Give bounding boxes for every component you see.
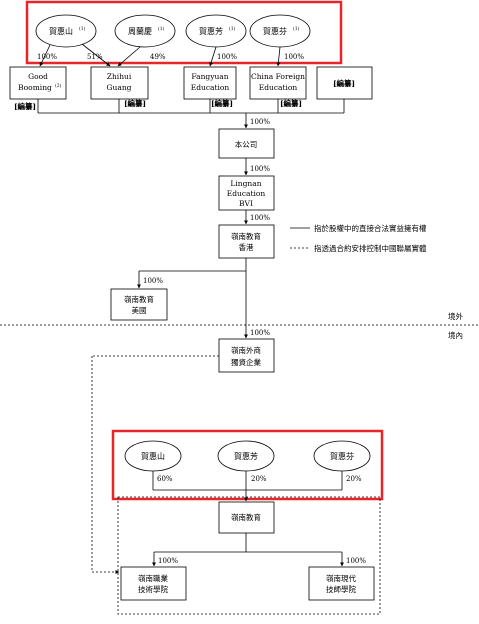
offshore-label: 境外 bbox=[448, 311, 463, 321]
pct-fangyuan: 100% bbox=[217, 53, 237, 61]
pct-to-bvi: 100% bbox=[250, 165, 270, 173]
entity-redacted-box bbox=[316, 66, 373, 100]
prc-he-huishan-name: 賀惠山 bbox=[141, 451, 165, 461]
entity-good-booming-line1: Good bbox=[28, 72, 48, 81]
shareholder-zhou-lanqing-note: (1) bbox=[158, 25, 165, 32]
pct-to-wfoe: 100% bbox=[250, 329, 270, 337]
pct-vocational-college: 100% bbox=[158, 557, 178, 565]
top-connectors bbox=[39, 43, 281, 67]
tag-fangyuan: [編纂] bbox=[211, 98, 233, 108]
contractual-arrangement-dashed bbox=[91, 355, 219, 574]
school-connectors bbox=[152, 533, 344, 567]
lingnan-us-line1: 嶺南教育 bbox=[124, 294, 154, 304]
wfoe-line2: 獨資企業 bbox=[231, 357, 261, 367]
prc-affiliated-entities-boundary bbox=[117, 496, 381, 615]
legend-solid-text: 指於股權中的直接合法實益擁有權 bbox=[314, 223, 427, 233]
lingnan-hk-line2: 香港 bbox=[239, 242, 254, 252]
wfoe-box bbox=[218, 338, 275, 373]
company-label: 本公司 bbox=[235, 139, 258, 149]
prc-shareholders-group: 賀惠山 賀惠芳 賀惠芬 bbox=[111, 429, 384, 501]
prc-he-huifen-name: 賀惠芬 bbox=[330, 451, 354, 461]
shareholder-he-huishan-note: (1) bbox=[79, 25, 86, 32]
company-box bbox=[218, 128, 275, 159]
tag-good-booming: [編纂] bbox=[14, 101, 36, 111]
lingnan-hk-line1: 嶺南教育 bbox=[231, 231, 261, 241]
wfoe-line1: 嶺南外商 bbox=[231, 345, 261, 355]
entity-good-booming-box bbox=[9, 66, 67, 100]
shareholder-zhou-lanqing-name: 周蘭慶 bbox=[128, 26, 152, 36]
modern-technician-college-line2: 技師學院 bbox=[326, 584, 356, 594]
lingnan-education-box bbox=[218, 501, 275, 534]
pct-to-hk: 100% bbox=[250, 214, 270, 222]
shareholder-he-huishan-name: 賀惠山 bbox=[49, 26, 73, 36]
pct-he-good-booming: 100% bbox=[37, 53, 57, 61]
shareholder-he-huifang-note: (1) bbox=[229, 25, 236, 32]
entity-good-booming-line2: Booming bbox=[18, 83, 52, 92]
pct-zhou-zhihui: 49% bbox=[150, 53, 166, 61]
entity-fangyuan-line2: Education bbox=[191, 83, 230, 92]
entities-merge-lines bbox=[37, 99, 345, 129]
vocational-college-box bbox=[120, 566, 187, 601]
lingnan-bvi-box bbox=[218, 175, 275, 211]
entity-zhihui-guang-line1: Zhihui bbox=[107, 72, 132, 81]
legend-dashed-text: 指透過合約安排控制中國聯屬實體 bbox=[314, 243, 427, 253]
prc-pct-he-huifen: 20% bbox=[346, 475, 362, 483]
entity-redacted-label: [編纂] bbox=[333, 78, 355, 88]
lingnan-bvi-line2: Education bbox=[227, 189, 266, 198]
shareholder-he-huishan-ellipse bbox=[35, 14, 97, 48]
lingnan-hk-box bbox=[218, 224, 275, 259]
entity-fangyuan-box bbox=[183, 66, 237, 100]
entity-zhihui-guang-line2: Guang bbox=[107, 83, 132, 92]
vocational-college-line2: 技術學院 bbox=[138, 584, 168, 594]
pct-china-foreign: 100% bbox=[284, 53, 304, 61]
entity-fangyuan-line1: Fangyuan bbox=[191, 72, 228, 81]
top-highlight-box bbox=[25, 0, 343, 65]
tag-zhihui-guang: [編纂] bbox=[124, 98, 146, 108]
entity-china-foreign-line1: China Foreign bbox=[251, 72, 305, 81]
prc-he-huifang-name: 賀惠芳 bbox=[234, 451, 258, 461]
top-shareholders-group: 賀惠山 (1) 周蘭慶 (1) 賀惠芳 (1) 賀惠芬 (1) bbox=[25, 0, 343, 65]
pct-to-us: 100% bbox=[143, 277, 163, 285]
legend: 指於股權中的直接合法實益擁有權 指透過合約安排控制中國聯屬實體 bbox=[290, 223, 427, 253]
entity-good-booming-note: (2) bbox=[55, 82, 62, 89]
entity-china-foreign-line2: Education bbox=[259, 83, 298, 92]
lingnan-us-line2: 美國 bbox=[132, 305, 147, 315]
shareholder-he-huifang-name: 賀惠芳 bbox=[199, 26, 223, 36]
shareholder-zhou-lanqing-ellipse bbox=[114, 14, 176, 48]
prc-pct-he-huishan: 60% bbox=[157, 475, 173, 483]
pct-to-company: 100% bbox=[250, 118, 270, 126]
prc-connectors bbox=[152, 471, 343, 502]
hk-to-us-connector bbox=[137, 258, 247, 289]
pct-he-zhihui: 51% bbox=[87, 53, 103, 61]
lingnan-us-box bbox=[110, 288, 168, 321]
shareholder-he-huifen-name: 賀惠芬 bbox=[263, 26, 287, 36]
lingnan-bvi-line3: BVI bbox=[239, 199, 253, 208]
onshore-label: 境內 bbox=[448, 330, 463, 340]
shareholder-he-huifen-note: (1) bbox=[293, 25, 300, 32]
lingnan-bvi-line1: Lingnan bbox=[230, 179, 261, 188]
holding-entities-group: Good Booming (2) Zhihui Guang Fangyuan E… bbox=[9, 66, 373, 100]
entity-zhihui-guang-box bbox=[90, 66, 149, 100]
pct-modern-technician-college: 100% bbox=[346, 557, 366, 565]
vocational-college-line1: 嶺南職業 bbox=[138, 573, 168, 583]
entity-china-foreign-box bbox=[249, 66, 307, 100]
modern-technician-college-line1: 嶺南現代 bbox=[326, 573, 356, 583]
prc-pct-he-huifang: 20% bbox=[251, 475, 267, 483]
lingnan-education-label: 嶺南教育 bbox=[231, 512, 261, 522]
modern-technician-college-box bbox=[308, 566, 375, 601]
tag-china-foreign: [編纂] bbox=[280, 98, 302, 108]
